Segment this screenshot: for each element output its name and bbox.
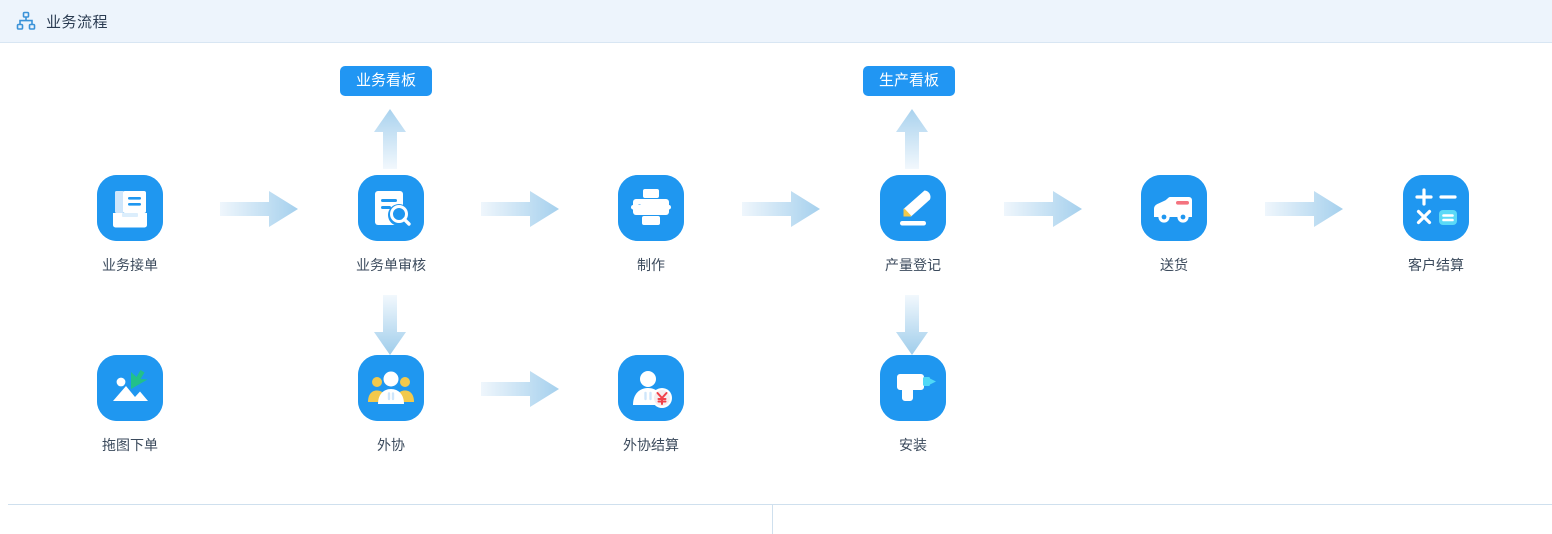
node-label: 业务接单	[102, 257, 158, 273]
document-tray-icon	[97, 175, 163, 241]
arrow-production-to-output	[741, 188, 821, 230]
node-output-register[interactable]: 产量登记	[853, 175, 973, 274]
node-label: 制作	[637, 257, 665, 273]
node-delivery[interactable]: 送货	[1114, 175, 1234, 274]
page-title: 业务流程	[46, 13, 109, 31]
page-header: 业务流程	[0, 0, 1552, 43]
truck-icon	[1141, 175, 1207, 241]
node-outsourcing-settle[interactable]: 外协结算	[591, 355, 711, 454]
arrow-output-to-board	[891, 108, 933, 170]
node-label: 安装	[899, 437, 927, 453]
node-installation[interactable]: 安装	[853, 355, 973, 454]
arrow-output-to-delivery	[1003, 188, 1083, 230]
node-label: 产量登记	[885, 257, 941, 273]
arrow-outsourcing-to-settle	[480, 368, 560, 410]
document-search-icon	[358, 175, 424, 241]
node-outsourcing[interactable]: 外协	[331, 355, 451, 454]
pencil-edit-icon	[880, 175, 946, 241]
arrow-review-to-production	[480, 188, 560, 230]
calculator-icon	[1403, 175, 1469, 241]
arrow-review-to-board	[369, 108, 411, 170]
arrow-order-to-review	[219, 188, 299, 230]
node-production[interactable]: 制作	[591, 175, 711, 274]
node-drag-image-order[interactable]: 拖图下单	[70, 355, 190, 454]
drill-tool-icon	[880, 355, 946, 421]
node-business-order[interactable]: 业务接单	[70, 175, 190, 274]
image-cursor-icon	[97, 355, 163, 421]
node-label: 送货	[1160, 257, 1188, 273]
badge-production-board[interactable]: 生产看板	[863, 66, 956, 96]
footer-divider-horizontal	[8, 504, 1552, 505]
node-label: 业务单审核	[356, 257, 426, 273]
node-customer-settle[interactable]: 客户结算	[1376, 175, 1496, 274]
badge-business-board[interactable]: 业务看板	[340, 66, 433, 96]
sitemap-icon	[16, 11, 36, 31]
people-group-icon	[358, 355, 424, 421]
person-yuan-icon	[618, 355, 684, 421]
node-label: 拖图下单	[102, 437, 158, 453]
flow-canvas: 业务看板 生产看板	[0, 43, 1552, 534]
node-order-review[interactable]: 业务单审核	[331, 175, 451, 274]
node-label: 外协	[377, 437, 405, 453]
node-label: 外协结算	[623, 437, 679, 453]
arrow-delivery-to-settle	[1264, 188, 1344, 230]
node-label: 客户结算	[1408, 257, 1464, 273]
printer-icon	[618, 175, 684, 241]
footer-divider-vertical	[772, 505, 773, 534]
